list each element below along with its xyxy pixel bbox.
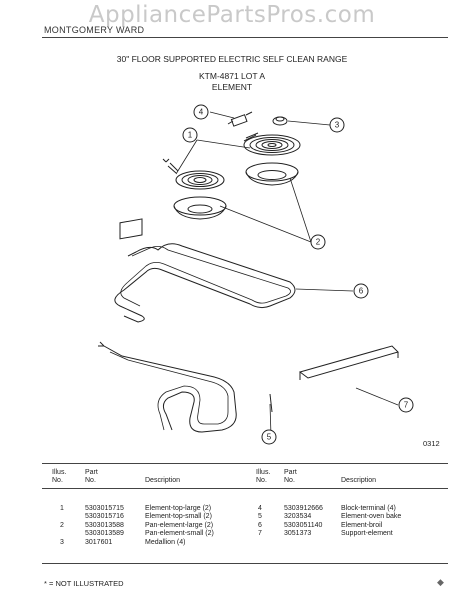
header-description-left: Description [145, 477, 181, 484]
callout-3 [329, 117, 345, 133]
table-row-illus: 7 [258, 530, 262, 537]
table-row-illus: 2 [60, 522, 64, 529]
figure-code: 0312 [423, 439, 440, 448]
callout-7 [398, 397, 414, 413]
page-title: 30" FLOOR SUPPORTED ELECTRIC SELF CLEAN … [116, 54, 348, 64]
table-row-part: 5303912666 [284, 505, 323, 512]
callout-2-label: 2 [316, 238, 321, 247]
element-top-small [162, 158, 225, 190]
callout-6 [353, 283, 369, 299]
table-row-illus: 5 [258, 513, 262, 520]
table-row-part: 5303013589 [85, 530, 124, 537]
model-number: KTM-4871 LOT A [199, 71, 265, 81]
brand-name: MONTGOMERY WARD [44, 25, 145, 35]
header-illus-left: Illus. No. [52, 469, 67, 484]
support-element [298, 345, 399, 380]
table-row-illus: 4 [258, 505, 262, 512]
block-terminal [227, 111, 253, 127]
element-broil [114, 243, 296, 323]
table-row-illus: 3 [60, 539, 64, 546]
footnote: * = NOT ILLUSTRATED [44, 579, 124, 588]
table-row-description: Support-element [341, 530, 393, 537]
table-row-part: 3051373 [284, 530, 312, 537]
table-row-description: Element-top-small (2) [145, 513, 212, 520]
watermark: AppliancePartsPros.com [88, 2, 376, 28]
table-row-illus: 1 [60, 505, 64, 512]
table-row-description: Element-oven bake [341, 513, 402, 520]
table-row-part: 5303013588 [85, 522, 124, 529]
callout-7-label: 7 [404, 401, 409, 410]
header-part-left: Part No. [85, 469, 98, 484]
pan-element-large [245, 162, 299, 186]
callout-5 [261, 429, 277, 445]
corner-mark-icon: ◆ [437, 577, 444, 587]
table-row-part: 3017601 [85, 539, 113, 546]
element-oven-bake [103, 345, 237, 433]
callout-5-label: 5 [267, 433, 272, 442]
header-illus-right: Illus. No. [256, 469, 271, 484]
callout-1 [182, 127, 198, 143]
callout-6-label: 6 [359, 287, 364, 296]
table-row-part: 3203534 [284, 513, 312, 520]
callout-4-label: 4 [199, 108, 204, 117]
table-row-description: Pan-element-large (2) [145, 522, 214, 529]
top-rule [42, 37, 448, 38]
header-rule [42, 488, 448, 489]
table-row-description: Block-terminal (4) [341, 505, 396, 512]
table-bottom-rule [42, 563, 448, 564]
callout-1-label: 1 [188, 131, 193, 140]
table-row-description: Medallion (4) [145, 539, 186, 546]
table-row-description: Element-top-large (2) [145, 505, 212, 512]
section-name: ELEMENT [211, 82, 253, 92]
table-row-illus: 6 [258, 522, 262, 529]
table-row-description: Element-broil [341, 522, 383, 529]
table-row-description: Pan-element-small (2) [145, 530, 214, 537]
header-part-right: Part No. [284, 469, 297, 484]
table-row-part: 5303015715 [85, 505, 124, 512]
broil-mounting-plate [119, 218, 143, 240]
callout-2 [310, 234, 326, 250]
table-row-part: 5303015716 [85, 513, 124, 520]
pan-element-small [173, 196, 227, 220]
header-description-right: Description [341, 477, 377, 484]
medallion [272, 116, 288, 126]
callout-3-label: 3 [335, 121, 340, 130]
element-top-large [243, 132, 301, 156]
table-top-rule [42, 463, 448, 464]
callout-4 [193, 104, 209, 120]
table-row-part: 5303051140 [284, 522, 323, 529]
